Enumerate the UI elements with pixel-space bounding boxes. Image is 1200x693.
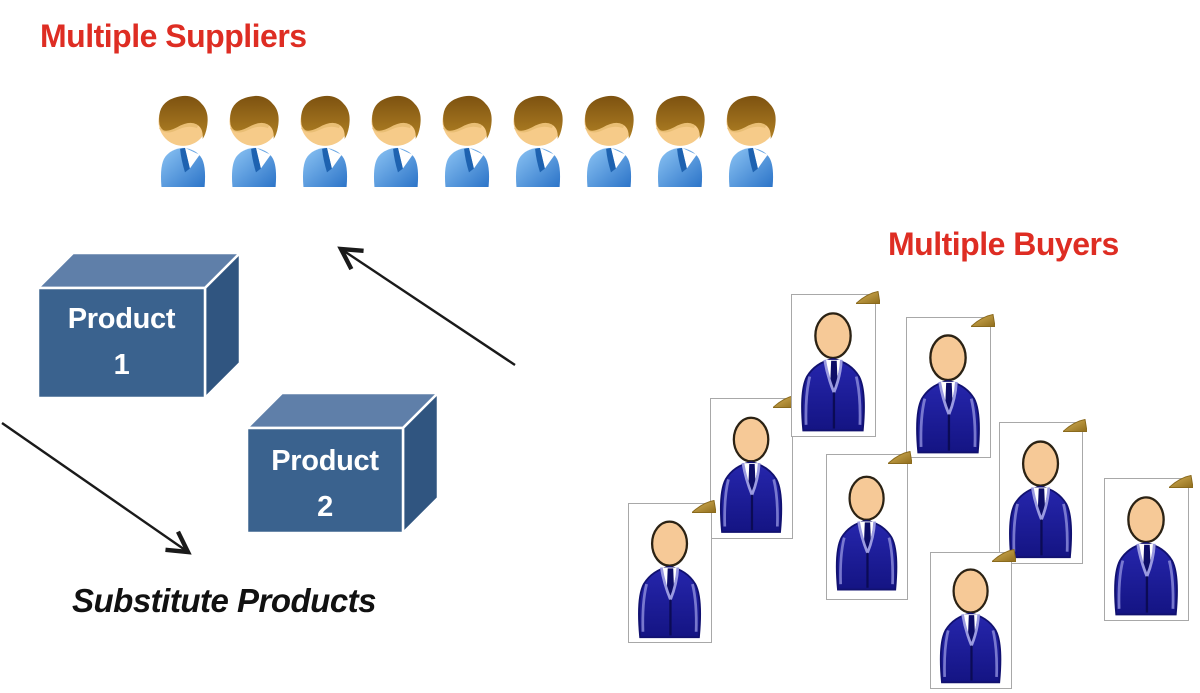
- product-1-label: Product 1: [38, 296, 205, 388]
- buyer-card: [999, 419, 1087, 564]
- product-box-1: [36, 251, 242, 400]
- supplier-person-icon: [511, 93, 565, 190]
- arrow-products-to-suppliers: [341, 249, 516, 366]
- supplier-person-icon: [156, 93, 210, 190]
- buyer-card: [1104, 475, 1193, 621]
- supplier-person-icon: [440, 93, 494, 190]
- buyer-person-icon: [835, 475, 899, 591]
- buyer-card: [826, 451, 912, 600]
- product-2-number: 2: [317, 491, 333, 523]
- buyer-person-icon: [801, 311, 866, 432]
- product-1-number: 1: [113, 349, 130, 381]
- fold-corner-icon: [992, 549, 1016, 562]
- buyer-card: [906, 314, 995, 458]
- supplier-person-icon: [653, 93, 707, 190]
- fold-corner-icon: [1063, 419, 1087, 432]
- buyer-card: [628, 500, 716, 643]
- buyer-card: [710, 395, 797, 539]
- substitute-products-label: Substitute Products: [72, 582, 377, 619]
- supplier-person-icon: [582, 93, 636, 190]
- product-box-2: [245, 391, 440, 535]
- fold-corner-icon: [692, 500, 716, 513]
- fold-corner-icon: [971, 314, 995, 327]
- fold-corner-icon: [1169, 475, 1193, 488]
- product-1-name: Product: [67, 303, 176, 335]
- suppliers-title: Multiple Suppliers: [40, 18, 307, 54]
- product-2-name: Product: [271, 445, 379, 477]
- buyer-person-icon: [638, 519, 702, 639]
- buyer-card: [791, 291, 880, 437]
- buyer-person-icon: [719, 415, 784, 533]
- buyer-person-icon: [1114, 495, 1179, 616]
- product-2-label: Product 2: [247, 438, 403, 530]
- fold-corner-icon: [856, 291, 880, 304]
- supplier-person-icon: [724, 93, 778, 190]
- supplier-person-icon: [227, 93, 281, 190]
- supplier-person-icon: [298, 93, 352, 190]
- supplier-person-icon: [369, 93, 423, 190]
- buyer-person-icon: [939, 568, 1003, 685]
- arrow-substitute-products: [1, 422, 188, 552]
- buyer-card: [930, 549, 1016, 689]
- box-front-face: [245, 426, 405, 535]
- buyer-person-icon: [916, 333, 981, 454]
- suppliers-row: [152, 90, 792, 190]
- buyer-person-icon: [1009, 439, 1073, 559]
- box-front-face: [36, 286, 207, 400]
- buyers-title: Multiple Buyers: [888, 226, 1119, 262]
- fold-corner-icon: [888, 451, 912, 464]
